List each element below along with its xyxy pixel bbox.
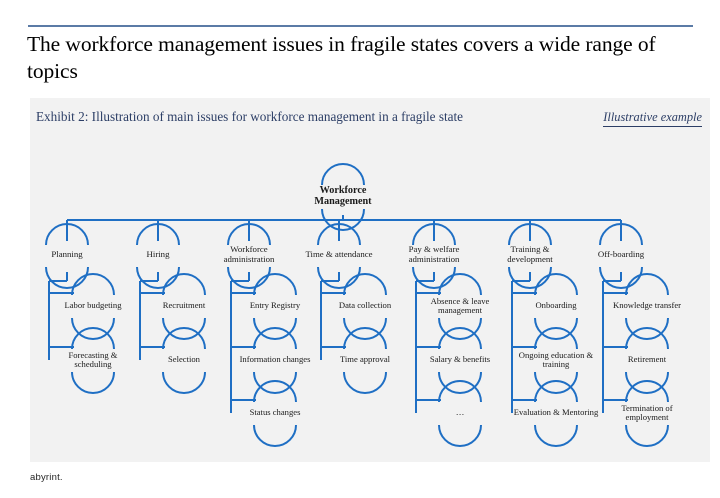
illustrative-example-tag: Illustrative example [603, 110, 702, 127]
tree-node-leaf-2-1[interactable]: Recruitment [162, 300, 206, 310]
tree-node-level1-3[interactable]: Workforce administration [223, 244, 275, 264]
footer-brand: abyrint. [30, 472, 63, 483]
tree-root-node[interactable]: Workforce Management [314, 184, 372, 208]
tree-node-leaf-7-2[interactable]: Retirement [627, 354, 667, 364]
tree-node-leaf-7-1[interactable]: Knowledge transfer [612, 300, 681, 310]
tree-node-level1-6[interactable]: Training & development [507, 244, 553, 264]
header-rule [28, 25, 693, 27]
exhibit-title: Exhibit 2: Illustration of main issues f… [36, 109, 464, 124]
tree-node-leaf-6-1[interactable]: Onboarding [535, 300, 577, 310]
tree-node-leaf-3-2[interactable]: Information changes [239, 354, 311, 364]
diagram-connectors [45, 163, 669, 447]
tree-node-leaf-5-2[interactable]: Salary & benefits [429, 354, 491, 364]
tree-node-leaf-4-1[interactable]: Data collection [338, 300, 392, 310]
tree-node-leaf-5-3[interactable]: … [455, 407, 465, 417]
tree-node-leaf-4-2[interactable]: Time approval [339, 354, 391, 364]
tree-node-leaf-6-2[interactable]: Ongoing education & training [518, 349, 594, 370]
tree-node-level1-2[interactable]: Hiring [146, 249, 170, 259]
tree-node-leaf-5-1[interactable]: Absence & leave management [430, 295, 490, 316]
tree-node-level1-5[interactable]: Pay & welfare administration [408, 244, 460, 264]
tree-node-leaf-1-2[interactable]: Forecasting & scheduling [68, 349, 118, 370]
tree-node-leaf-3-3[interactable]: Status changes [249, 407, 301, 417]
exhibit-panel: Exhibit 2: Illustration of main issues f… [30, 98, 710, 462]
tree-node-leaf-6-3[interactable]: Evaluation & Mentoring [513, 407, 599, 417]
tree-node-leaf-1-1[interactable]: Labor budgeting [64, 300, 122, 310]
tree-node-leaf-7-3[interactable]: Termination of employment [621, 402, 673, 423]
tree-node-level1-4[interactable]: Time & attendance [305, 249, 373, 259]
tree-node-leaf-3-1[interactable]: Entry Registry [249, 300, 301, 310]
tree-node-leaf-2-2[interactable]: Selection [168, 354, 200, 364]
page-title: The workforce management issues in fragi… [27, 32, 656, 83]
tree-node-level1-1[interactable]: Planning [51, 249, 83, 259]
tree-node-level1-7[interactable]: Off-boarding [597, 249, 645, 259]
